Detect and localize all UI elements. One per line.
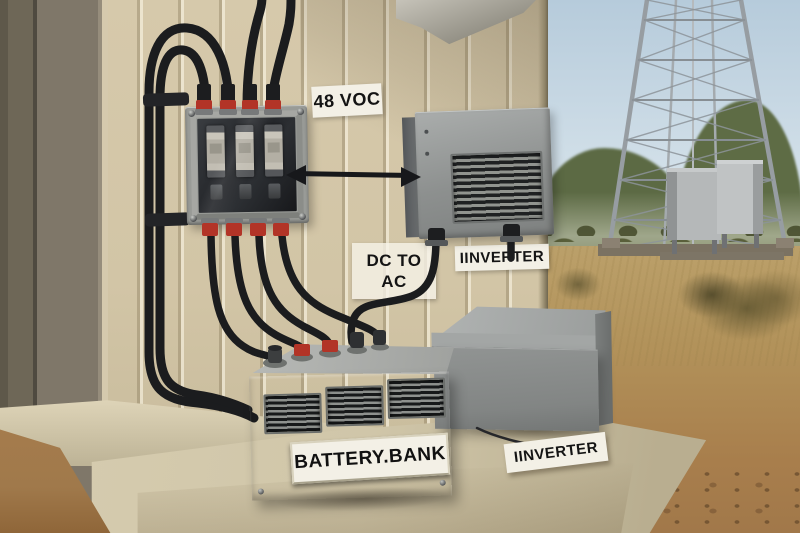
label-dc-to-ac-line1: DC TO — [366, 250, 422, 270]
label-inverter-placard-text: IINVERTER — [513, 438, 599, 467]
label-48vdc: 48 VOC — [311, 83, 383, 118]
battery-vent-2 — [325, 385, 385, 427]
battery-bolt — [439, 479, 446, 486]
fuse-cartridge-2 — [235, 124, 255, 178]
inverter-vent-grille — [450, 150, 545, 224]
battery-label-plate: BATTERY.BANK — [289, 432, 451, 485]
fuse-box-window — [197, 117, 297, 213]
corner-screw — [188, 109, 196, 118]
battery-vent-1 — [263, 392, 323, 435]
corner-screw — [298, 212, 306, 221]
wall-inverter-unit — [401, 107, 555, 244]
corner-screw — [189, 214, 197, 223]
battery-label-text: BATTERY.BANK — [293, 442, 447, 474]
fuse-cartridge-3 — [264, 124, 284, 177]
dry-bush-large — [676, 252, 800, 354]
fuse-terminal-1 — [210, 184, 223, 200]
label-dc-to-ac: DC TO AC — [352, 243, 436, 299]
label-inverter-wall: IINVERTER — [454, 243, 550, 272]
fuse-box — [184, 104, 310, 226]
label-inverter-wall-text: IINVERTER — [459, 247, 545, 268]
dry-bush-small — [545, 258, 611, 306]
battery-bank: BATTERY.BANK — [246, 333, 462, 504]
fuse-terminal-3 — [268, 183, 281, 199]
fuse-cartridge-1 — [206, 125, 226, 178]
label-48vdc-text: 48 VOC — [312, 88, 381, 112]
battery-bolt — [257, 488, 264, 495]
fuse-terminal-2 — [239, 183, 252, 200]
corner-screw — [297, 107, 305, 116]
battery-front-face: BATTERY.BANK — [249, 372, 452, 501]
label-dc-to-ac-line2: AC — [381, 272, 407, 291]
battery-vent-3 — [386, 377, 446, 420]
